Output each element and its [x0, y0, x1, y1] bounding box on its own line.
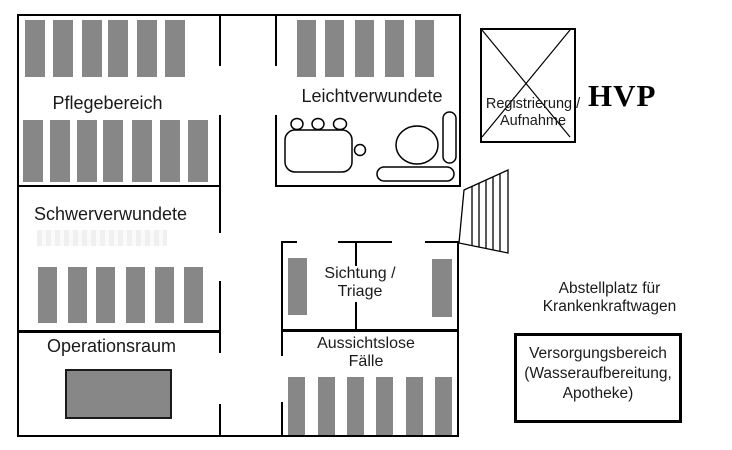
wall-left — [17, 14, 19, 437]
versorgung-line2: (Wasseraufbereitung, — [524, 365, 672, 382]
cot — [77, 120, 97, 182]
cot — [108, 20, 128, 77]
registrierung-aufnahme-label: Registrierung / Aufnahme — [458, 96, 608, 130]
abstellplatz-label: Abstellplatz für Krankenkraftwagen — [518, 280, 701, 316]
cot — [188, 120, 208, 182]
round-table-icon — [395, 125, 439, 165]
wall-triage-divider-bottom — [355, 302, 357, 331]
cot — [288, 258, 307, 315]
wall-sichtung-left-c — [281, 402, 283, 437]
x-cross-icon — [481, 29, 571, 138]
cot — [376, 377, 393, 435]
registration-box — [480, 28, 576, 143]
cot — [385, 20, 404, 77]
bench-vertical-icon — [442, 111, 457, 164]
cot — [355, 20, 374, 77]
wall-sichtung-aussicht — [281, 329, 459, 332]
cot — [288, 377, 305, 435]
sichtung-triage-label: Sichtung / Triage — [300, 265, 420, 301]
pflegebereich-label: Pflegebereich — [52, 93, 163, 113]
versorgung-line1: Versorgungsbereich — [529, 345, 667, 362]
cot — [325, 20, 344, 77]
cot — [68, 267, 87, 323]
wall-sichtung-left-a — [281, 241, 283, 332]
cot — [38, 267, 57, 323]
cot — [53, 20, 73, 77]
cot — [406, 377, 423, 435]
wall-sichtung-top-2 — [338, 241, 392, 243]
aussichtslose-line1: Aussichtslose — [317, 335, 415, 352]
cot — [318, 377, 335, 435]
sichtung-line2: Triage — [337, 283, 383, 300]
stool-icon — [290, 117, 304, 131]
wall-sichtung-top-1 — [281, 241, 297, 243]
wall-mid1-b — [219, 115, 221, 233]
cot — [155, 267, 174, 323]
wall-mid1-a — [219, 14, 221, 66]
versorgung-line3: Apotheke) — [562, 385, 634, 402]
aussichtslose-faelle-label: Aussichtslose Fälle — [296, 335, 436, 371]
cot — [132, 120, 152, 182]
versorgungsbereich-box: Versorgungsbereich (Wasseraufbereitung, … — [514, 333, 682, 423]
cot — [160, 120, 180, 182]
wall-schwer-op — [17, 330, 221, 333]
wall-bottom — [17, 435, 459, 437]
wall-leicht-bottom — [275, 185, 461, 187]
cot — [297, 20, 316, 77]
cot — [103, 120, 123, 182]
abstellplatz-line2: Krankenkraftwagen — [542, 298, 677, 315]
operating-table — [65, 369, 172, 419]
cot — [96, 267, 115, 323]
cot — [126, 267, 145, 323]
wall-sichtung-left-b — [281, 331, 283, 356]
washbasin-icon — [284, 129, 353, 173]
cot — [25, 20, 45, 77]
cot — [165, 20, 185, 77]
wall-pflege-schwer — [17, 185, 221, 187]
wall-mid1-d — [219, 404, 221, 437]
cot — [23, 120, 43, 182]
sanitary-area — [284, 111, 457, 182]
wall-triage-divider-top — [355, 241, 357, 266]
cot — [184, 267, 203, 323]
versorgungsbereich-label: Versorgungsbereich (Wasseraufbereitung, … — [517, 344, 679, 404]
cot — [432, 259, 452, 317]
wall-right-upper — [459, 14, 461, 187]
stool-icon — [311, 117, 325, 131]
cot — [435, 377, 452, 435]
schwerverwundete-label: Schwerverwundete — [33, 204, 188, 224]
wall-top — [17, 14, 461, 16]
cot — [137, 20, 157, 77]
operationsraum-label: Operationsraum — [46, 336, 177, 356]
wall-mid2-b — [275, 115, 277, 187]
aussichtslose-line2: Fälle — [348, 353, 384, 370]
registrierung-line2: Aufnahme — [499, 113, 567, 129]
bench-horizontal-icon — [376, 166, 455, 182]
wall-right-lower — [457, 241, 459, 437]
wall-mid1-c — [219, 281, 221, 353]
erased-text-artifact — [37, 230, 167, 246]
cot — [347, 377, 364, 435]
stool-icon — [332, 117, 348, 131]
hvp-label: HVP — [588, 78, 657, 113]
cot — [50, 120, 70, 182]
stool-icon — [353, 143, 367, 157]
cot — [415, 20, 434, 77]
cot — [82, 20, 102, 77]
wall-mid2-a — [275, 14, 277, 66]
registrierung-line1: Registrierung / — [485, 96, 581, 112]
leichtverwundete-label: Leichtverwundete — [301, 86, 443, 106]
stairs-icon — [458, 168, 509, 254]
sichtung-line1: Sichtung / — [324, 265, 396, 282]
abstellplatz-line1: Abstellplatz für — [558, 280, 661, 297]
wall-sichtung-top-3 — [425, 241, 459, 243]
